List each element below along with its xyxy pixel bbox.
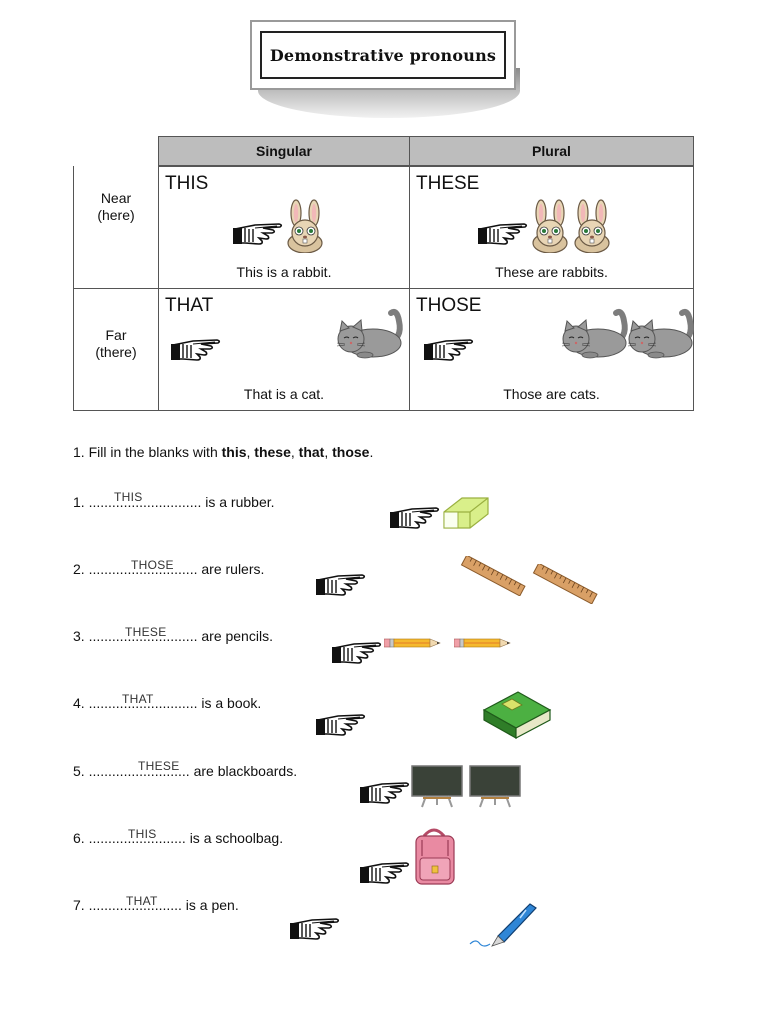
cat-icon [560, 299, 630, 359]
row-label-near: Near (here) [74, 190, 158, 224]
row-label-far-line2: (there) [95, 344, 137, 360]
page-title: Demonstrative pronouns [260, 31, 506, 79]
exercise-1-answer: THIS [114, 490, 143, 504]
exercise-6-text: 6. ......................... is a school… [73, 830, 284, 846]
pointing-hand-icon [233, 219, 283, 247]
rabbit-icon [283, 199, 327, 253]
schoolbag-icon [415, 828, 455, 885]
pronouns-table: Singular Plural Near (here) Far (there) … [73, 136, 694, 411]
row-label-near-line2: (here) [97, 207, 135, 223]
pointing-hand-icon [316, 570, 366, 598]
exercise-4-text: 4. ............................ is a boo… [73, 695, 262, 711]
pointing-hand-icon [316, 710, 366, 738]
instructions: 1. Fill in the blanks with this, these, … [73, 444, 373, 460]
ruler-icon [458, 556, 528, 596]
instructions-suffix: . [369, 444, 374, 460]
exercise-2-text: 2. ............................ are rule… [73, 561, 265, 577]
blackboard-icon [411, 765, 463, 809]
title-frame: Demonstrative pronouns [250, 20, 516, 90]
row-label-near-cell: Near (here) [73, 166, 159, 289]
row-label-far: Far (there) [74, 327, 158, 361]
exercise-7-text: 7. ........................ is a pen. [73, 897, 239, 913]
instructions-word-this: this [221, 444, 247, 460]
cell-near-singular: THIS This is a rabbit. [158, 166, 410, 289]
instructions-sep: , [246, 444, 255, 460]
cat-icon [626, 299, 696, 359]
caption-those: Those are cats. [503, 386, 600, 402]
row-label-far-line1: Far [105, 327, 127, 343]
blackboard-icon [469, 765, 521, 809]
exercise-5-answer: THESE [138, 759, 180, 773]
instructions-word-that: that [298, 444, 325, 460]
header-singular: Singular [158, 136, 410, 166]
exercise-7-answer: THAT [126, 894, 158, 908]
cat-icon [335, 299, 405, 359]
pointing-hand-icon [332, 638, 382, 666]
word-that: THAT [165, 295, 214, 316]
exercise-6-answer: THIS [128, 827, 157, 841]
exercise-1-text: 1. ............................. is a ru… [73, 494, 275, 510]
caption-this: This is a rabbit. [236, 264, 332, 280]
header-plural: Plural [409, 136, 694, 166]
ruler-icon [530, 564, 600, 604]
exercise-2-answer: THOSE [131, 558, 174, 572]
caption-that: That is a cat. [243, 386, 325, 402]
pointing-hand-icon [360, 778, 410, 806]
rabbit-icon [528, 199, 572, 253]
pointing-hand-icon [390, 503, 440, 531]
row-label-near-line1: Near [100, 190, 132, 206]
cell-far-plural: THOSE Those are cats. [409, 288, 694, 411]
exercise-3-text: 3. ............................ are penc… [73, 628, 273, 644]
pointing-hand-icon [424, 335, 474, 363]
book-icon [482, 691, 552, 740]
eraser-icon [443, 497, 489, 529]
pointing-hand-icon [360, 858, 410, 886]
pointing-hand-icon [290, 914, 340, 942]
pencil-icon [384, 636, 444, 650]
row-label-far-cell: Far (there) [73, 288, 159, 411]
pointing-hand-icon [478, 219, 528, 247]
exercise-4-answer: THAT [122, 692, 154, 706]
word-this: THIS [165, 173, 209, 194]
pointing-hand-icon [171, 335, 221, 363]
instructions-prefix: 1. Fill in the blanks with [73, 444, 222, 460]
exercise-3-answer: THESE [125, 625, 167, 639]
exercise-5-text: 5. .......................... are blackb… [73, 763, 298, 779]
pen-icon [469, 903, 537, 947]
cell-far-singular: THAT That is a cat. [158, 288, 410, 411]
instructions-word-these: these [254, 444, 291, 460]
word-these: THESE [416, 173, 480, 194]
rabbit-icon [570, 199, 614, 253]
pencil-icon [454, 636, 514, 650]
title-banner: Demonstrative pronouns [250, 20, 520, 118]
caption-these: These are rabbits. [495, 264, 608, 280]
instructions-sep: , [290, 444, 299, 460]
word-those: THOSE [416, 295, 482, 316]
instructions-sep: , [324, 444, 333, 460]
cell-near-plural: THESE These are rabbits. [409, 166, 694, 289]
instructions-word-those: those [332, 444, 370, 460]
